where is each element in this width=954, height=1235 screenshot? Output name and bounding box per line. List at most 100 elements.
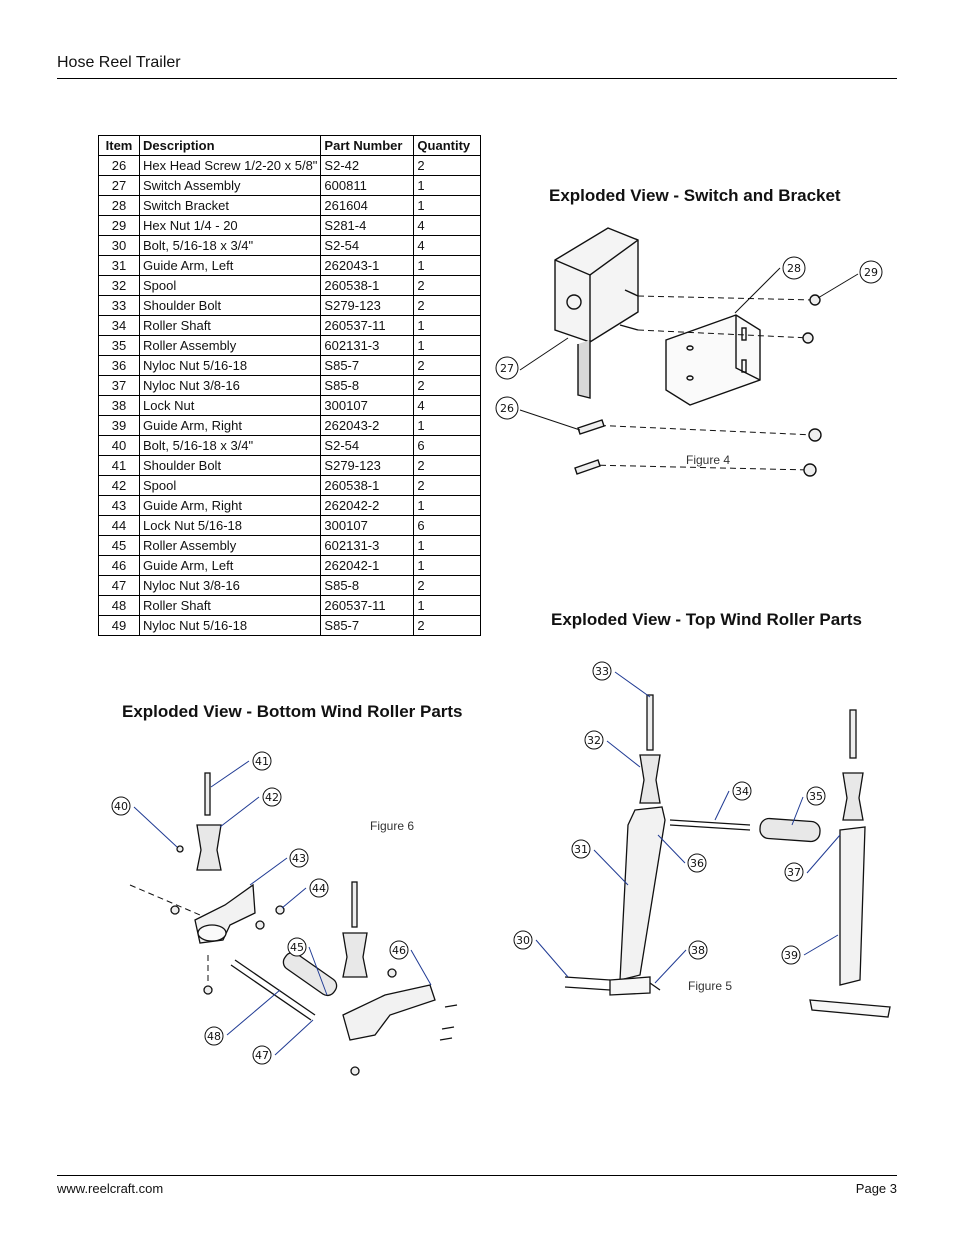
top-wind-drawing: 33 32 34 35 31 36 37 30 38 39 bbox=[513, 661, 891, 1018]
table-cell: 6 bbox=[413, 435, 482, 456]
table-cell: 2 bbox=[413, 575, 482, 596]
table-cell: 2 bbox=[413, 155, 482, 176]
figure-6-caption: Figure 6 bbox=[370, 819, 415, 833]
table-cell: S85-8 bbox=[320, 575, 415, 596]
callout-label: 43 bbox=[292, 852, 306, 865]
table-cell: 260537-11 bbox=[320, 595, 415, 616]
table-cell: Bolt, 5/16-18 x 3/4" bbox=[138, 235, 322, 256]
table-cell: Roller Shaft bbox=[138, 315, 322, 336]
table-cell: 300107 bbox=[320, 515, 415, 536]
callout-label: 26 bbox=[500, 402, 514, 415]
bottom-wind-drawing: 41 40 42 43 44 45 46 48 47 bbox=[111, 751, 458, 1076]
table-cell: 38 bbox=[98, 395, 140, 416]
table-cell: 46 bbox=[98, 555, 140, 576]
table-cell: 262043-2 bbox=[320, 415, 415, 436]
table-cell: Hex Head Screw 1/2-20 x 5/8" bbox=[138, 155, 322, 176]
footer-rule bbox=[57, 1175, 897, 1176]
callout-label: 37 bbox=[787, 866, 801, 879]
table-cell: 29 bbox=[98, 215, 140, 236]
top-wind-title: Exploded View - Top Wind Roller Parts bbox=[551, 610, 862, 629]
callout-label: 40 bbox=[114, 800, 128, 813]
table-cell: 43 bbox=[98, 495, 140, 516]
table-cell: 36 bbox=[98, 355, 140, 376]
table-cell: 47 bbox=[98, 575, 140, 596]
table-cell: 2 bbox=[413, 615, 482, 636]
table-cell: S279-123 bbox=[320, 295, 415, 316]
table-cell: Switch Assembly bbox=[138, 175, 322, 196]
table-cell: Nyloc Nut 3/8-16 bbox=[138, 375, 322, 396]
table-cell: 1 bbox=[413, 195, 482, 216]
callout-label: 36 bbox=[690, 857, 704, 870]
figure-4-caption: Figure 4 bbox=[686, 453, 731, 467]
table-cell: 4 bbox=[413, 215, 482, 236]
table-cell: 1 bbox=[413, 415, 482, 436]
table-cell: Nyloc Nut 3/8-16 bbox=[138, 575, 322, 596]
table-cell: 2 bbox=[413, 375, 482, 396]
table-cell: 1 bbox=[413, 255, 482, 276]
column-header: Quantity bbox=[413, 135, 482, 156]
switch-box-shape bbox=[554, 227, 639, 343]
table-cell: 1 bbox=[413, 315, 482, 336]
table-cell: 48 bbox=[98, 595, 140, 616]
table-cell: Bolt, 5/16-18 x 3/4" bbox=[138, 435, 322, 456]
footer-url: www.reelcraft.com bbox=[57, 1181, 164, 1196]
callout-label: 41 bbox=[255, 755, 269, 768]
table-cell: 4 bbox=[413, 395, 482, 416]
column-header: Part Number bbox=[320, 135, 415, 156]
table-cell: 300107 bbox=[320, 395, 415, 416]
table-cell: Hex Nut 1/4 - 20 bbox=[138, 215, 322, 236]
table-cell: 2 bbox=[413, 355, 482, 376]
callout-label: 28 bbox=[787, 262, 801, 275]
table-cell: S85-8 bbox=[320, 375, 415, 396]
table-cell: 32 bbox=[98, 275, 140, 296]
table-cell: 1 bbox=[413, 535, 482, 556]
callout-label: 30 bbox=[516, 934, 530, 947]
table-cell: 261604 bbox=[320, 195, 415, 216]
table-cell: 49 bbox=[98, 615, 140, 636]
table-cell: 260538-1 bbox=[320, 275, 415, 296]
table-cell: Lock Nut 5/16-18 bbox=[138, 515, 322, 536]
callout-label: 33 bbox=[595, 665, 609, 678]
table-cell: 1 bbox=[413, 175, 482, 196]
callout-label: 47 bbox=[255, 1049, 269, 1062]
callout-label: 45 bbox=[290, 941, 304, 954]
table-cell: 262043-1 bbox=[320, 255, 415, 276]
table-cell: 1 bbox=[413, 335, 482, 356]
table-cell: Guide Arm, Right bbox=[138, 495, 322, 516]
table-cell: 2 bbox=[413, 475, 482, 496]
header-rule bbox=[57, 78, 897, 79]
table-cell: S279-123 bbox=[320, 455, 415, 476]
table-cell: Shoulder Bolt bbox=[138, 455, 322, 476]
table-cell: 4 bbox=[413, 235, 482, 256]
callout-label: 32 bbox=[587, 734, 601, 747]
table-cell: 2 bbox=[413, 295, 482, 316]
table-cell: 35 bbox=[98, 335, 140, 356]
table-cell: 34 bbox=[98, 315, 140, 336]
table-cell: Nyloc Nut 5/16-18 bbox=[138, 355, 322, 376]
callout-label: 46 bbox=[392, 944, 406, 957]
table-cell: S2-42 bbox=[320, 155, 415, 176]
table-cell: 27 bbox=[98, 175, 140, 196]
table-cell: 40 bbox=[98, 435, 140, 456]
table-cell: 1 bbox=[413, 595, 482, 616]
table-cell: 33 bbox=[98, 295, 140, 316]
table-cell: 37 bbox=[98, 375, 140, 396]
table-cell: 1 bbox=[413, 495, 482, 516]
bottom-wind-title: Exploded View - Bottom Wind Roller Parts bbox=[122, 702, 463, 721]
table-cell: 44 bbox=[98, 515, 140, 536]
